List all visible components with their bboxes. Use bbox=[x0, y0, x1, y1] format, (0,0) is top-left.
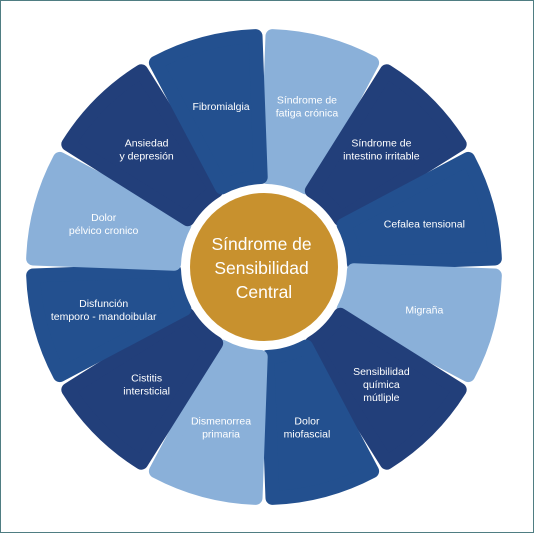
center-label: Síndrome de Sensibilidad Central bbox=[211, 234, 316, 302]
segment-label-line: Disfunción bbox=[79, 298, 128, 310]
segment-label-line: miofascial bbox=[284, 428, 331, 440]
segment-label-line: temporo - mandoibular bbox=[51, 311, 157, 323]
segment-label: Migraña bbox=[405, 304, 443, 316]
segment-label-line: Dismenorrea bbox=[191, 415, 251, 427]
center-label-line: Sensibilidad bbox=[214, 258, 308, 278]
segment-label: Fibromialgia bbox=[192, 101, 249, 113]
segment-6 bbox=[260, 339, 380, 505]
segment-label-line: Dolor bbox=[91, 212, 117, 224]
segment-label-line: intersticial bbox=[123, 385, 170, 397]
segment-label-line: fatiga crónica bbox=[276, 108, 339, 120]
center-label-line: Síndrome de bbox=[211, 234, 311, 254]
segment-10 bbox=[26, 151, 192, 271]
segment-label-line: Migraña bbox=[405, 304, 443, 316]
segment-11 bbox=[61, 64, 224, 227]
segment-label-line: primaria bbox=[202, 428, 240, 440]
segment-label-line: Síndrome de bbox=[277, 95, 337, 107]
segment-label-line: química bbox=[363, 379, 400, 391]
segment-4 bbox=[336, 263, 502, 383]
segment-9 bbox=[26, 263, 192, 383]
segment-label: Cefalea tensional bbox=[384, 219, 465, 231]
segment-label-line: Cistitis bbox=[131, 372, 162, 384]
segment-2 bbox=[304, 64, 467, 227]
segment-label-line: y depresión bbox=[119, 151, 173, 163]
segment-label-line: Sensibilidad bbox=[353, 366, 410, 378]
segment-label-line: Ansiedad bbox=[125, 138, 169, 150]
segment-label-line: Fibromialgia bbox=[192, 101, 249, 113]
center-circle bbox=[190, 193, 338, 341]
segment-label-line: mútliple bbox=[363, 392, 399, 404]
center-label-line: Central bbox=[236, 282, 292, 302]
segment-12 bbox=[148, 29, 268, 195]
segment-5 bbox=[304, 307, 467, 470]
segment-label-line: pélvico cronico bbox=[69, 225, 139, 237]
segment-label-line: intestino irritable bbox=[343, 151, 420, 163]
segment-3 bbox=[336, 151, 502, 271]
segment-label-line: Dolor bbox=[294, 415, 320, 427]
segment-8 bbox=[61, 307, 224, 470]
segment-7 bbox=[148, 339, 268, 505]
segment-1 bbox=[260, 29, 380, 195]
segment-label-line: Cefalea tensional bbox=[384, 219, 465, 231]
segment-label-line: Síndrome de bbox=[351, 138, 411, 150]
